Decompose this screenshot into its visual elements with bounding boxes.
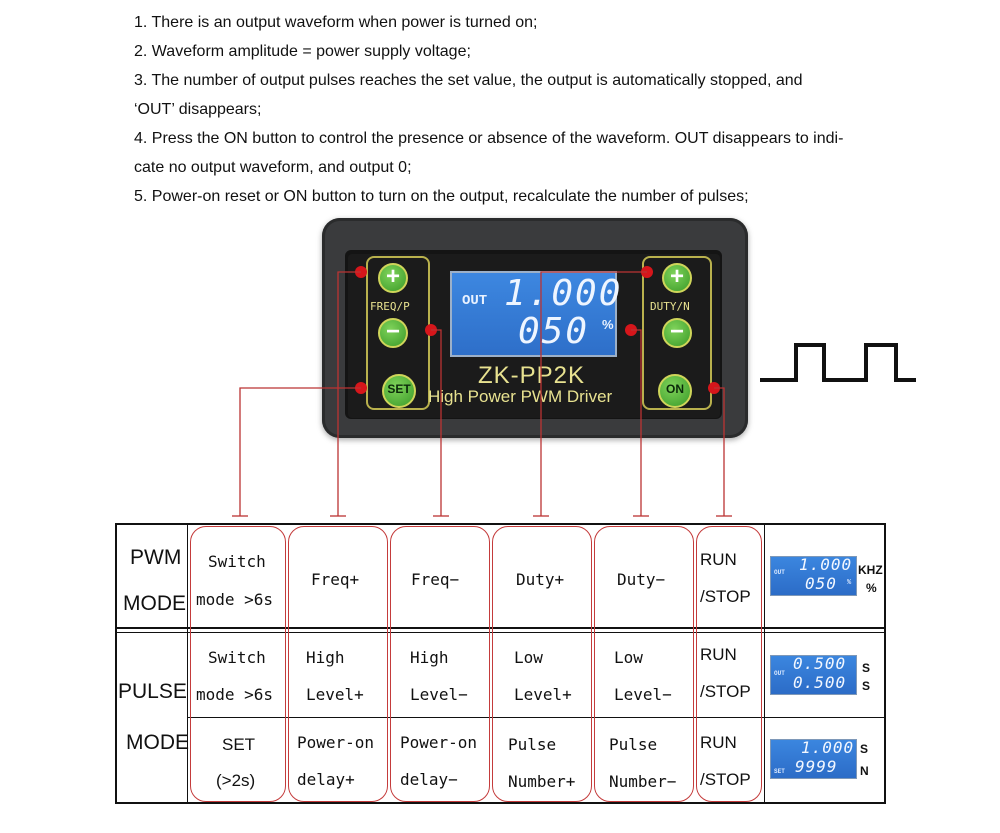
marker-freq-minus <box>425 324 437 336</box>
marker-freq-plus <box>355 266 367 278</box>
pwm-mode-label: MODE <box>123 592 186 615</box>
pwm-mini-lcd-v2: 050 <box>805 574 837 593</box>
row-divider-2 <box>187 717 886 718</box>
pwm-label: PWM <box>130 546 182 569</box>
pwm-duty-minus: Duty− <box>617 570 666 589</box>
freq-p-label: FREQ/P <box>370 300 410 313</box>
pulse2-run-2: /STOP <box>700 770 751 789</box>
pulse-number-plus-1: Pulse <box>508 735 557 754</box>
col-highlight-6 <box>696 526 762 802</box>
pwm-run-2: /STOP <box>700 587 751 606</box>
pulse-number-minus-1: Pulse <box>609 735 658 754</box>
pulse-set-1: SET <box>222 735 256 754</box>
col-highlight-3 <box>390 526 490 802</box>
note-1: 1. There is an output waveform when powe… <box>134 14 538 31</box>
pulse1-unit-1: S <box>862 661 871 675</box>
square-wave-icon <box>760 343 916 382</box>
pulse1-mini-lcd-v2: 0.500 <box>793 673 847 692</box>
pulse-mode-label: MODE <box>126 731 189 754</box>
freq-plus-button[interactable]: + <box>378 263 408 293</box>
pulse-high-level-minus-2: Level− <box>410 685 468 704</box>
button-function-table <box>115 523 886 804</box>
duty-plus-button[interactable]: + <box>662 263 692 293</box>
pulse-power-on-delay-minus-2: delay− <box>400 770 458 789</box>
pulse2-mini-lcd-v2: 9999 <box>795 757 838 776</box>
pulse1-run-2: /STOP <box>700 682 751 701</box>
freq-minus-button[interactable]: − <box>378 318 408 348</box>
marker-duty-minus <box>625 324 637 336</box>
row-divider-1 <box>115 627 886 629</box>
pulse1-mini-lcd: OUT 0.500 0.500 <box>770 654 857 695</box>
pwm-duty-plus: Duty+ <box>516 570 565 589</box>
pwm-switch-mode-2: mode >6s <box>196 590 274 609</box>
note-3: 3. The number of output pulses reaches t… <box>134 72 803 89</box>
pulse1-mini-lcd-v1: 0.500 <box>793 654 847 673</box>
pwm-switch-mode-1: Switch <box>208 552 266 571</box>
duty-n-label: DUTY/N <box>650 300 690 313</box>
model-name: ZK-PP2K <box>478 362 586 389</box>
note-5: 5. Power-on reset or ON button to turn o… <box>134 188 749 205</box>
col-highlight-5 <box>594 526 694 802</box>
lcd-frequency-value: 1.000 <box>504 273 623 314</box>
pulse-power-on-delay-minus-1: Power-on <box>400 733 478 752</box>
pulse2-unit-1: S <box>860 742 869 756</box>
pulse-power-on-delay-plus-1: Power-on <box>297 733 375 752</box>
pwm-mini-lcd: OUT 1.000 050 % <box>770 555 857 596</box>
note-2: 2. Waveform amplitude = power supply vol… <box>134 43 471 60</box>
on-button[interactable]: ON <box>658 374 692 408</box>
pulse-low-level-minus-1: Low <box>614 648 643 667</box>
pulse-switch-mode-1: Switch <box>208 648 266 667</box>
pulse-low-level-plus-1: Low <box>514 648 543 667</box>
col-divider-lcd <box>764 523 765 804</box>
pwm-unit-1: KHZ <box>858 563 883 577</box>
lcd-percent-unit: % <box>602 317 614 332</box>
pulse2-run-1: RUN <box>700 733 737 752</box>
note-3-cont: ‘OUT’ disappears; <box>134 101 262 118</box>
marker-duty-plus <box>641 266 653 278</box>
pulse-number-plus-2: Number+ <box>508 772 576 791</box>
marker-set <box>355 382 367 394</box>
pwm-run-1: RUN <box>700 550 737 569</box>
col-highlight-1 <box>190 526 286 802</box>
instructions-list: 1. There is an output waveform when powe… <box>134 8 984 211</box>
pulse1-unit-2: S <box>862 679 871 693</box>
pulse2-unit-2: N <box>860 764 869 778</box>
note-4-cont: cate no output waveform, and output 0; <box>134 159 412 176</box>
pulse2-mini-lcd: SET 1.000 9999 <box>770 738 857 779</box>
col-highlight-4 <box>492 526 592 802</box>
pulse-high-level-plus-2: Level+ <box>306 685 364 704</box>
pwm-mini-lcd-tag: OUT <box>774 569 785 576</box>
lcd-duty-value: 050 <box>518 311 590 352</box>
pwm-mini-lcd-pct: % <box>847 579 852 587</box>
pwm-mini-lcd-v1: 1.000 <box>799 555 853 574</box>
pulse-power-on-delay-plus-2: delay+ <box>297 770 355 789</box>
pulse-high-level-minus-1: High <box>410 648 449 667</box>
set-button[interactable]: SET <box>382 374 416 408</box>
pulse-switch-mode-2: mode >6s <box>196 685 274 704</box>
pulse-high-level-plus-1: High <box>306 648 345 667</box>
model-subtitle: High Power PWM Driver <box>428 387 613 406</box>
pwm-unit-2: % <box>866 581 877 595</box>
pulse2-mini-lcd-tag: SET <box>774 768 785 775</box>
col-divider-1 <box>187 523 188 804</box>
pulse-set-2: (>2s) <box>216 771 256 790</box>
pulse-low-level-plus-2: Level+ <box>514 685 572 704</box>
duty-minus-button[interactable]: − <box>662 318 692 348</box>
pwm-freq-minus: Freq− <box>411 570 460 589</box>
pwm-freq-plus: Freq+ <box>311 570 360 589</box>
pulse-number-minus-2: Number− <box>609 772 677 791</box>
pulse-label: PULSE <box>118 680 187 703</box>
pulse-low-level-minus-2: Level− <box>614 685 672 704</box>
pulse1-run-1: RUN <box>700 645 737 664</box>
pulse2-mini-lcd-v1: 1.000 <box>801 738 855 757</box>
lcd-out-indicator: OUT <box>462 293 488 309</box>
marker-on <box>708 382 720 394</box>
lcd-display: OUT 1.000 050 % <box>450 271 620 357</box>
row-divider-1b <box>115 632 886 633</box>
col-highlight-2 <box>288 526 388 802</box>
note-4: 4. Press the ON button to control the pr… <box>134 130 844 147</box>
pulse1-mini-lcd-tag: OUT <box>774 670 785 677</box>
